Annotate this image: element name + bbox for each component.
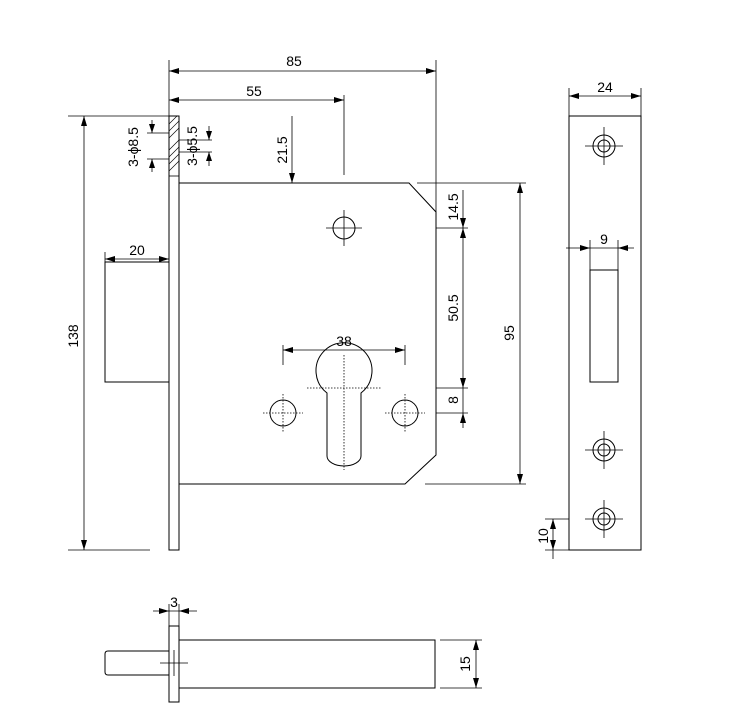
follower-hole [326, 210, 362, 246]
fixing-hole-left [263, 394, 303, 432]
top-bolt [104, 650, 169, 676]
dimension-20: 20 [104, 242, 169, 262]
faceplate-front-view [568, 115, 642, 551]
dimension-85: 85 [168, 53, 437, 212]
faceplate-screw-hole-middle [585, 431, 623, 469]
dim-38-label: 38 [336, 333, 352, 349]
dim-50-5-label: 50.5 [445, 294, 461, 321]
dimension-21-5: 21.5 [274, 116, 295, 183]
top-case [178, 639, 436, 689]
dim-3-label: 3 [170, 594, 178, 610]
dim-138-label: 138 [65, 324, 81, 348]
dimension-pin: 3-ϕ5.5 [179, 126, 212, 166]
dimension-138: 138 [65, 115, 169, 551]
lock-side-view [104, 115, 437, 551]
dim-21-5-label: 21.5 [274, 136, 290, 163]
cylinder-cutout [307, 342, 381, 470]
dim-20-label: 20 [129, 242, 145, 258]
dimension-55: 55 [169, 83, 345, 175]
dimension-3: 3 [153, 594, 197, 626]
forend-plate [168, 115, 180, 551]
bolt [104, 261, 170, 383]
dim-95-label: 95 [501, 325, 517, 341]
fixing-hole-right [385, 394, 425, 432]
dimension-15: 15 [440, 639, 482, 689]
forend-hatch [168, 115, 180, 172]
dim-85-label: 85 [286, 53, 302, 69]
dim-screw-label: 3-ϕ8.5 [125, 127, 141, 167]
dim-pin-label: 3-ϕ5.5 [184, 126, 200, 166]
dimension-38: 38 [282, 333, 406, 365]
dim-15-label: 15 [457, 656, 473, 672]
dim-14-5-label: 14.5 [445, 193, 461, 220]
dimension-50-5: 50.5 [436, 228, 468, 389]
dimension-14-5: 14.5 [436, 190, 468, 229]
dim-9-label: 9 [600, 231, 608, 247]
dim-8-label: 8 [445, 396, 461, 404]
lock-top-view [104, 625, 436, 703]
dimension-screw-hole: 3-ϕ8.5 [125, 120, 169, 172]
faceplate-screw-hole-top [585, 127, 623, 165]
lock-case [178, 182, 437, 485]
dimension-24: 24 [568, 79, 642, 116]
faceplate [568, 115, 642, 551]
dim-10-label: 10 [535, 528, 551, 544]
dimension-9: 9 [566, 231, 634, 270]
dimension-95: 95 [417, 182, 526, 485]
dim-55-label: 55 [246, 83, 262, 99]
dimension-8: 8 [436, 388, 468, 428]
dimension-10: 10 [535, 518, 569, 559]
faceplate-screw-hole-bottom [585, 500, 623, 538]
dim-24-label: 24 [597, 79, 613, 95]
bolt-slot [589, 269, 619, 383]
